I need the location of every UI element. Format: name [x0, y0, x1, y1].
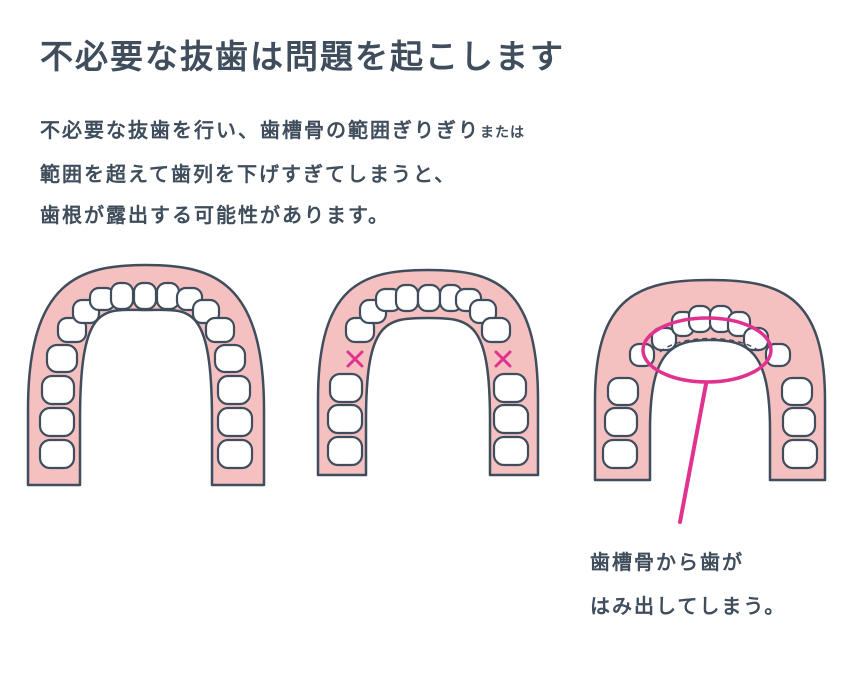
tooth [326, 435, 364, 467]
x-mark-icon [346, 350, 364, 368]
tooth [216, 438, 254, 470]
tooth [216, 406, 254, 438]
gum-arch [593, 278, 827, 482]
tooth [394, 283, 420, 313]
tooth [216, 374, 252, 406]
highlight-ellipse-icon [641, 316, 773, 384]
bone-boundary-line [659, 337, 761, 353]
tooth [601, 438, 639, 470]
tooth [416, 283, 442, 313]
tooth [781, 438, 819, 470]
description-line-1-main: 不必要な抜歯を行い、歯槽骨の範囲ぎりぎり [40, 118, 480, 142]
protrusion-caption: 歯槽骨から歯が はみ出してしまう。 [590, 540, 786, 628]
caption-line-1: 歯槽骨から歯が [590, 550, 744, 574]
description-line-1-small: または [480, 125, 525, 141]
caption-line-2: はみ出してしまう。 [590, 594, 787, 618]
teeth-row [38, 281, 254, 470]
tooth [204, 316, 236, 344]
tooth [56, 316, 88, 344]
teeth-row [601, 304, 819, 470]
dental-arch-extraction [316, 268, 540, 477]
tooth [492, 372, 528, 404]
dental-arch-protrusion [593, 278, 827, 524]
tooth [132, 281, 158, 311]
page-title: 不必要な抜歯は問題を起こします [40, 37, 565, 76]
tooth [109, 281, 135, 311]
tooth [45, 343, 79, 374]
tooth [480, 316, 512, 344]
tooth [155, 281, 181, 311]
tooth [213, 343, 247, 374]
tooth [603, 406, 639, 438]
dental-arch-normal [26, 263, 266, 487]
tooth [606, 376, 640, 407]
description-line-1: 不必要な抜歯を行い、歯槽骨の範囲ぎりぎりまたは [40, 110, 820, 154]
tooth [40, 374, 76, 406]
tooth [780, 376, 814, 407]
teeth-row [326, 283, 530, 467]
tooth [781, 406, 817, 438]
tooth [492, 403, 530, 435]
tooth [326, 403, 364, 435]
tooth [492, 435, 530, 467]
tooth [38, 438, 76, 470]
description: 不必要な抜歯を行い、歯槽骨の範囲ぎりぎりまたは 範囲を超えて歯列を下げすぎてしま… [40, 110, 820, 236]
pointer-line [678, 382, 708, 524]
tooth [38, 406, 76, 438]
tooth [328, 372, 364, 404]
x-mark-icon [494, 350, 512, 368]
description-line-3: 歯根が露出する可能性があります。 [40, 203, 390, 227]
description-line-2: 範囲を超えて歯列を下げすぎてしまうと、 [40, 162, 457, 186]
